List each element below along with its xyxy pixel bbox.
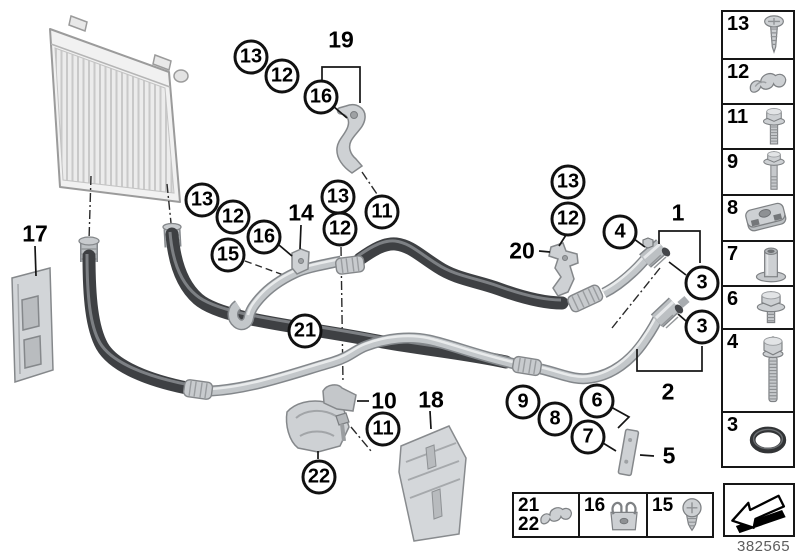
label-20: 20 [509,237,535,264]
sidebar-item-11[interactable]: 11 [723,103,793,148]
oil-pipe-light-lower [209,332,517,397]
sidebar-item-label: 3 [727,414,739,436]
fitting-bolt-4 [642,237,654,249]
pipe-fitting-return [650,295,690,329]
sidebar-item-label: 4 [727,331,739,353]
washer-bolt-icon [757,150,791,194]
callout-13[interactable]: 13 [184,182,220,218]
tapping-screw-icon [757,14,791,56]
fastener-sidebar: 13 12 11 [721,10,795,468]
legend-item-15[interactable]: 15 [646,492,714,538]
diagram-part-number: 382565 [737,538,791,555]
sidebar-item-label: 8 [727,197,739,219]
callout-9[interactable]: 9 [505,384,541,420]
leader-lines [34,66,703,459]
callout-4[interactable]: 4 [602,214,638,250]
label-5: 5 [662,442,676,469]
label-18: 18 [418,386,444,413]
bracket-5 [617,428,640,477]
direction-arrow-icon [727,485,791,535]
sidebar-item-13[interactable]: 13 [723,12,793,58]
cage-nut-icon [741,198,791,238]
callout-13[interactable]: 13 [320,179,356,215]
sidebar-item-12[interactable]: 12 [723,58,793,103]
pipe-bracket-cluster [285,384,357,453]
callout-21[interactable]: 21 [287,313,323,349]
callout-16[interactable]: 16 [303,79,339,115]
sidebar-item-label: 11 [727,106,749,128]
bracket-19 [336,104,366,174]
label-10: 10 [371,387,397,414]
sidebar-item-label: 7 [727,243,739,265]
flange-bolt-icon [757,106,791,148]
sidebar-item-4[interactable]: 4 [723,328,793,411]
callout-12[interactable]: 12 [215,199,251,235]
sidebar-item-6[interactable]: 6 [723,285,793,328]
callout-7[interactable]: 7 [570,419,606,455]
callout-6[interactable]: 6 [579,383,615,419]
callout-16[interactable]: 16 [246,219,282,255]
oil-hose-dark-feed [353,237,569,310]
label-1: 1 [671,199,685,226]
direction-arrow-box[interactable] [723,483,795,537]
sidebar-item-3[interactable]: 3 [723,411,793,466]
oil-cooler [49,14,189,203]
legend-item-16[interactable]: 16 [578,492,648,538]
callout-12[interactable]: 12 [550,201,586,237]
pipe-clamp-icon [604,496,644,534]
callout-13[interactable]: 13 [550,164,586,200]
sidebar-item-label: 12 [727,61,750,83]
sidebar-item-7[interactable]: 7 [723,240,793,285]
pan-screw-icon [674,496,710,534]
bracket-17 [11,267,54,384]
callout-12[interactable]: 12 [264,58,300,94]
washer-screw-icon [751,289,791,327]
o-ring-icon [745,422,791,458]
spacer-sleeve-icon [751,243,791,285]
callout-11[interactable]: 11 [365,411,401,447]
legend-label: 22 [518,514,540,535]
pipe-fitting-feed [639,237,671,269]
callout-15[interactable]: 15 [210,237,246,273]
oil-hose-dark-left [82,249,199,396]
label-2: 2 [661,378,675,405]
spring-clip-icon [538,501,576,529]
hex-bolt-long-icon [755,333,791,409]
sidebar-item-label: 13 [727,13,750,35]
bracket-20 [548,242,579,297]
callout-13[interactable]: 13 [233,39,269,75]
spring-clip-icon [747,66,791,98]
callout-12[interactable]: 12 [322,211,358,247]
label-17: 17 [22,220,48,247]
legend-label: 15 [652,495,674,516]
sidebar-item-label: 9 [727,151,739,173]
sidebar-item-8[interactable]: 8 [723,194,793,240]
legend-label: 21 [518,495,540,516]
label-19: 19 [328,26,354,53]
cover-panel-18 [398,425,467,542]
sidebar-item-9[interactable]: 9 [723,148,793,194]
oil-pipe-light-return-end [539,309,667,385]
clip-legend: 21 22 16 15 [512,492,714,538]
pipe-clamp-10 [322,384,357,412]
legend-label: 16 [584,495,606,516]
oil-pipe-light-hook [227,255,343,331]
bracket-14 [291,248,310,275]
callout-3[interactable]: 3 [684,265,720,301]
callout-3[interactable]: 3 [684,309,720,345]
legend-item-21-22[interactable]: 21 22 [512,492,580,538]
callout-8[interactable]: 8 [537,401,573,437]
callout-11[interactable]: 11 [364,194,400,230]
pipe-couplers [182,255,604,400]
callout-22[interactable]: 22 [301,459,337,495]
bracket-bolt-11 [335,412,350,426]
sidebar-item-label: 6 [727,288,739,310]
label-14: 14 [288,199,314,226]
